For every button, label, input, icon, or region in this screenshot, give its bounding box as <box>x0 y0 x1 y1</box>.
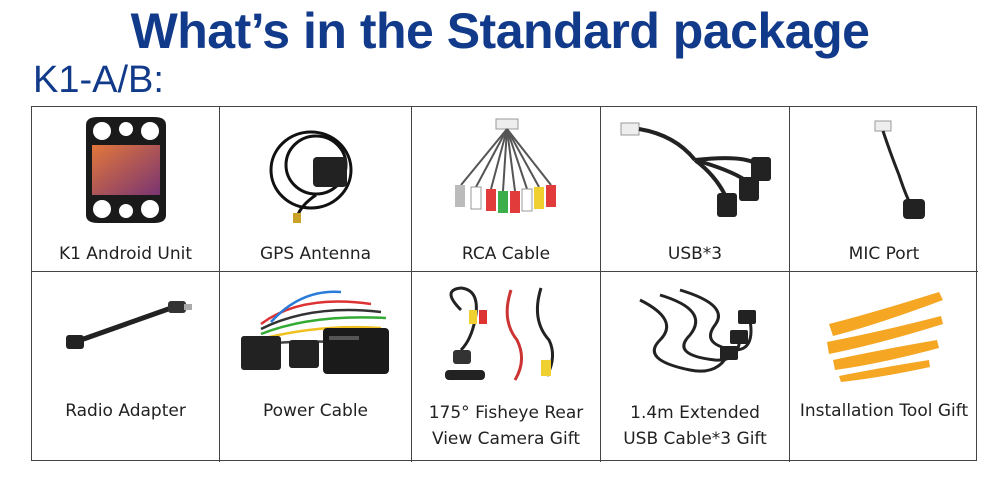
gps-antenna-icon <box>269 130 352 223</box>
item-label-line-2: View Camera Gift <box>431 429 581 449</box>
extended-usb-icon <box>639 288 756 373</box>
item-mic-port: MIC Port <box>790 107 978 272</box>
item-rear-camera: 175° Fisheye Rear View Camera Gift <box>412 272 601 462</box>
item-label: Power Cable <box>262 401 369 421</box>
item-gps-antenna: GPS Antenna <box>220 107 412 272</box>
item-usb: USB*3 <box>601 107 790 272</box>
item-label: Radio Adapter <box>65 401 186 421</box>
item-label-line-2: USB Cable*3 Gift <box>623 429 767 449</box>
item-installation-tool: Installation Tool Gift <box>790 272 978 462</box>
item-android-unit: K1 Android Unit <box>32 107 220 272</box>
item-label-line-1: 175° Fisheye Rear <box>428 403 584 423</box>
item-power-cable: Power Cable <box>220 272 412 462</box>
item-label: MIC Port <box>848 244 920 264</box>
power-cable-icon <box>240 290 389 374</box>
item-label: Installation Tool Gift <box>799 401 969 421</box>
usb-cable-icon <box>620 122 771 217</box>
package-contents-grid: K1 Android Unit GPS Antenna <box>31 106 978 462</box>
installation-tool-icon <box>827 292 943 382</box>
item-extended-usb: 1.4m Extended USB Cable*3 Gift <box>601 272 790 462</box>
mic-port-icon <box>874 120 925 219</box>
item-label: RCA Cable <box>461 244 551 264</box>
item-label-line-1: 1.4m Extended <box>630 403 760 423</box>
rear-camera-icon <box>445 286 554 381</box>
page-title: What’s in the Standard package <box>130 3 870 59</box>
radio-adapter-icon <box>65 301 192 349</box>
item-radio-adapter: Radio Adapter <box>32 272 220 462</box>
item-label: GPS Antenna <box>259 244 372 264</box>
item-label: K1 Android Unit <box>58 244 193 264</box>
item-label: USB*3 <box>667 244 723 264</box>
rca-cable-icon <box>455 118 556 213</box>
android-unit-icon <box>85 117 166 223</box>
model-subtitle: K1-A/B: <box>33 59 164 101</box>
item-rca-cable: RCA Cable <box>412 107 601 272</box>
